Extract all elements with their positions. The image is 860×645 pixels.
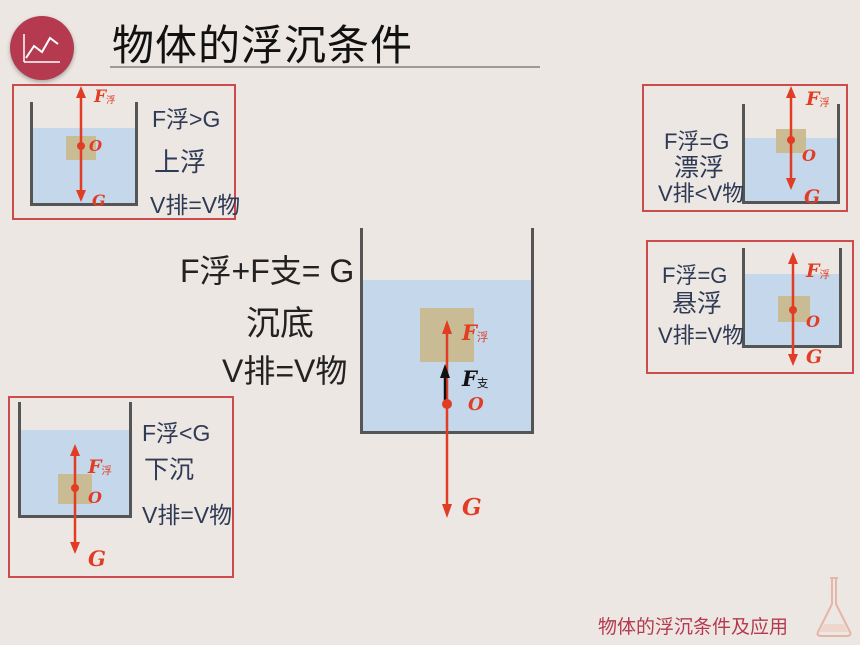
suspend-f-label: F浮 xyxy=(806,260,830,282)
rise-g-label: G xyxy=(92,191,106,210)
rise-arrows xyxy=(76,86,86,202)
sink-state-name: 下沉 xyxy=(144,456,195,484)
float-g-label: G xyxy=(804,186,821,208)
rise-f-label: F浮 xyxy=(94,87,116,107)
float-volume: V排<V物 xyxy=(658,181,745,206)
panel-rise xyxy=(12,84,236,220)
suspend-condition: F浮=G xyxy=(662,263,728,288)
suspend-arrows xyxy=(788,252,798,366)
rise-condition: F浮>G xyxy=(152,106,221,132)
rise-o-label: O xyxy=(89,137,103,155)
bottom-f-label: F浮 xyxy=(462,320,489,345)
float-beaker xyxy=(742,104,840,204)
title-underline xyxy=(110,66,540,68)
suspend-state-name: 悬浮 xyxy=(672,290,723,318)
flask-icon xyxy=(816,577,852,637)
suspend-o-label: O xyxy=(806,312,820,331)
bottom-condition: F浮+F支= G xyxy=(180,253,355,289)
sink-f-label: F浮 xyxy=(88,456,112,478)
sink-volume: V排=V物 xyxy=(142,502,233,528)
sink-arrows xyxy=(70,444,80,554)
suspend-volume: V排=V物 xyxy=(658,323,745,348)
sink-o-label: O xyxy=(88,488,102,507)
rise-state-name: 上浮 xyxy=(154,147,207,177)
bottom-arrows xyxy=(440,320,452,518)
bottom-state-name: 沉底 xyxy=(246,305,314,343)
panel-float xyxy=(642,84,848,212)
float-o-label: O xyxy=(802,146,816,165)
bottom-g-label: G xyxy=(462,494,482,521)
logo-badge xyxy=(10,16,74,80)
float-condition: F浮=G xyxy=(664,129,730,154)
sink-g-label: G xyxy=(88,546,106,571)
line-chart-icon xyxy=(23,34,60,63)
suspend-g-label: G xyxy=(806,346,823,368)
rise-volume: V排=V物 xyxy=(150,192,241,218)
rise-beaker xyxy=(30,102,138,206)
bottom-volume: V排=V物 xyxy=(222,353,348,389)
float-arrows xyxy=(786,86,796,190)
footer-caption: 物体的浮沉条件及应用 xyxy=(598,616,789,638)
page-title: 物体的浮沉条件 xyxy=(112,21,414,70)
sink-condition: F浮<G xyxy=(142,420,211,446)
bottom-fsupport-label: F支 xyxy=(462,366,489,391)
panel-suspend xyxy=(646,240,854,374)
panel-sink xyxy=(8,396,234,578)
bottom-o-label: O xyxy=(468,394,484,415)
float-f-label: F浮 xyxy=(806,88,830,110)
float-state-name: 漂浮 xyxy=(674,154,725,182)
